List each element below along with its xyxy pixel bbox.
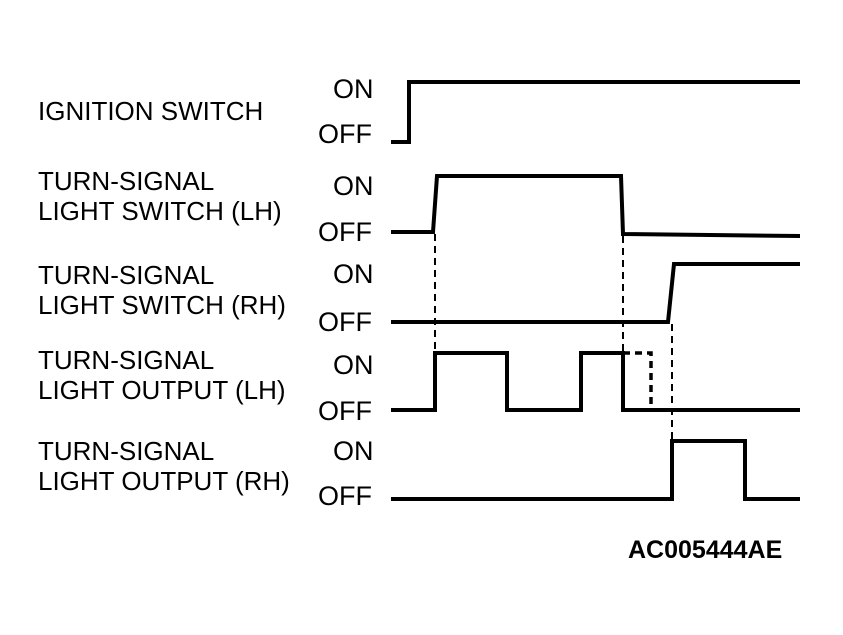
signal-turn-switch-rh: TURN-SIGNAL LIGHT SWITCH (RH) ON OFF [38,259,800,337]
signal-ignition-switch: IGNITION SWITCH ON OFF [38,74,800,149]
off-state-label: OFF [318,396,372,426]
on-state-label: ON [333,350,374,380]
signal-label: IGNITION SWITCH [38,96,263,126]
signal-turn-output-rh: TURN-SIGNAL LIGHT OUTPUT (RH) ON OFF [38,436,800,511]
signal-label-line-1: TURN-SIGNAL [38,260,214,290]
signal-label-line-1: TURN-SIGNAL [38,345,214,375]
figure-code: AC005444AE [628,536,782,564]
signal-label-line-2: LIGHT SWITCH (RH) [38,290,286,320]
signal-label-line-2: LIGHT OUTPUT (LH) [38,375,286,405]
on-state-label: ON [333,171,374,201]
signal-label-line-2: LIGHT OUTPUT (RH) [38,466,290,496]
on-state-label: ON [333,436,374,466]
off-state-label: OFF [318,307,372,337]
signal-label-line-1: TURN-SIGNAL [38,436,214,466]
signal-label-line-2: LIGHT SWITCH (LH) [38,196,282,226]
signal-label-line-1: TURN-SIGNAL [38,166,214,196]
waveform-turn-output-lh [391,351,800,412]
waveform-ignition-switch [391,80,800,144]
on-state-label: ON [333,259,374,289]
waveform-turn-switch-lh [391,174,801,238]
signal-turn-output-lh: TURN-SIGNAL LIGHT OUTPUT (LH) ON OFF [38,345,800,426]
on-state-label: ON [333,74,374,104]
off-state-label: OFF [318,119,372,149]
signal-turn-switch-lh: TURN-SIGNAL LIGHT SWITCH (LH) ON OFF [38,166,801,247]
waveform-turn-switch-rh [391,262,800,324]
off-state-label: OFF [318,481,372,511]
off-state-label: OFF [318,217,372,247]
waveform-turn-output-rh [391,439,800,501]
dashed-extended-pulse [623,351,653,410]
